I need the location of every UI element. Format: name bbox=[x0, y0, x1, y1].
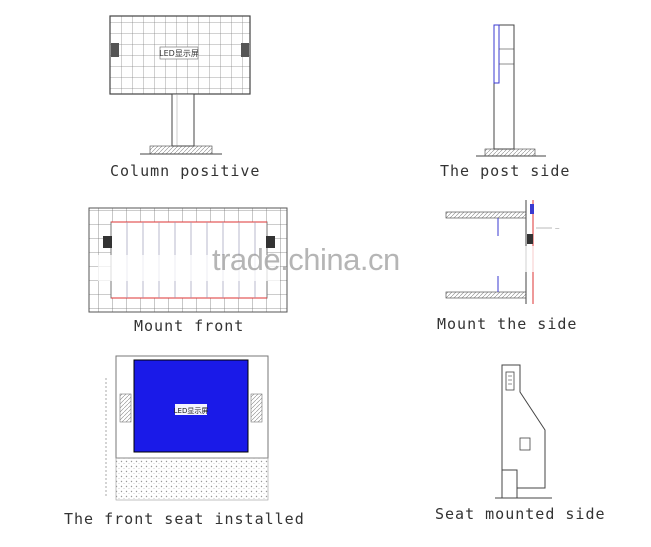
mount-front-drawing bbox=[88, 207, 288, 313]
front-seat-drawing: LED显示屏 bbox=[105, 355, 269, 501]
column-positive-screen-label: LED显示屏 bbox=[159, 49, 199, 58]
caption-front-seat: The front seat installed bbox=[64, 510, 305, 528]
caption-post-side: The post side bbox=[440, 162, 571, 180]
front-seat-screen-label: LED显示屏 bbox=[174, 407, 209, 415]
svg-text:—: — bbox=[555, 227, 560, 232]
caption-column-positive: Column positive bbox=[110, 162, 261, 180]
caption-seat-side: Seat mounted side bbox=[435, 505, 606, 523]
caption-mount-front: Mount front bbox=[134, 317, 245, 335]
post-side-drawing bbox=[476, 24, 546, 157]
seat-side-drawing bbox=[495, 364, 552, 499]
column-positive-drawing: LED显示屏 bbox=[109, 15, 251, 155]
mount-side-drawing: — bbox=[445, 200, 560, 304]
caption-mount-side: Mount the side bbox=[437, 315, 578, 333]
watermark: trade.china.cn bbox=[212, 242, 400, 277]
